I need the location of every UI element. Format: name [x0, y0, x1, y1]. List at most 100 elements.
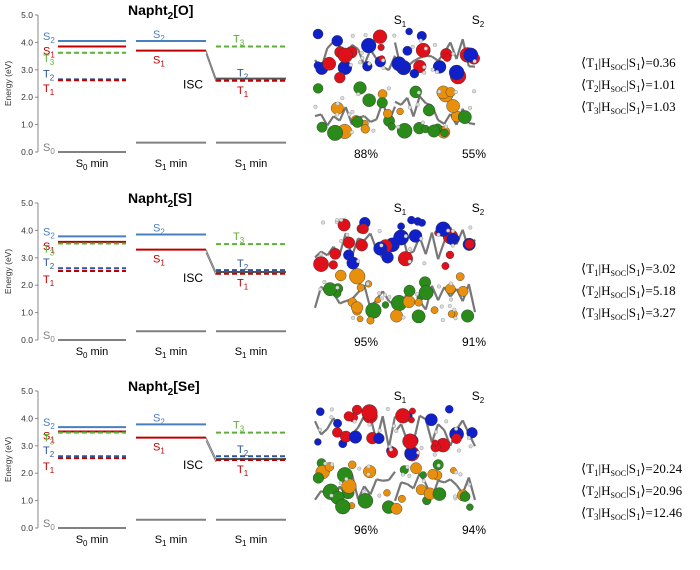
orbital-image-s1-electron [313, 81, 397, 141]
x-label: S1 min [235, 158, 268, 172]
x-label: S0 min [76, 534, 109, 548]
label-T1: T1 [237, 85, 249, 99]
label-S1: S1 [153, 254, 165, 268]
isc-transition [205, 249, 217, 273]
y-tick-label: 0.0 [21, 147, 33, 157]
isc-transition [205, 440, 217, 463]
x-label: S0 min [76, 158, 109, 172]
isc-transition [205, 437, 217, 460]
weight-percent-s2: 55% [462, 147, 486, 161]
isc-transition [205, 252, 217, 276]
y-tick-label: 0.0 [21, 335, 33, 345]
label-T2: T2 [43, 68, 55, 82]
y-tick-label: 5.0 [21, 10, 33, 20]
x-label: S1 min [235, 346, 268, 360]
orbital-image-s1-hole-b [394, 405, 478, 462]
label-S2: S2 [43, 226, 55, 240]
label-S1: S1 [43, 241, 55, 255]
label-T3: T3 [43, 244, 55, 258]
orbital-image-s1-electron-b [390, 272, 477, 324]
label-T3: T3 [233, 34, 245, 48]
soc-element-T2: ⟨T2|HSOC|S1⟩=1.01 [581, 77, 676, 94]
label-T3: T3 [233, 420, 245, 434]
x-label: S1 min [155, 346, 188, 360]
weight-percent-s1: 96% [354, 523, 378, 537]
label-T2: T2 [237, 258, 249, 272]
y-tick-label: 3.0 [21, 253, 33, 263]
weight-percent-s2: 91% [462, 335, 486, 349]
soc-element-T3: ⟨T3|HSOC|S1⟩=12.46 [581, 505, 683, 522]
orbital-image-s1-electron-b [390, 459, 477, 515]
y-tick-label: 2.0 [21, 92, 33, 102]
orbital-title: S2 [472, 201, 485, 217]
y-tick-label: 4.0 [21, 413, 33, 423]
orbital-image-s1-hole [313, 216, 400, 272]
y-axis-label: Energy (eV) [3, 61, 13, 107]
label-S2: S2 [43, 31, 55, 45]
isc-label: ISC [183, 271, 203, 285]
label-T1: T1 [43, 461, 55, 475]
orbital-image-s1-hole [314, 404, 398, 458]
orbital-title: S1 [394, 201, 407, 217]
panel-title: Napht2[S] [128, 190, 192, 210]
label-S2: S2 [43, 417, 55, 431]
orbital-image-s1-electron [312, 458, 396, 515]
orbital-image-s1-hole [312, 28, 397, 84]
label-S2: S2 [153, 29, 165, 43]
soc-element-T3: ⟨T3|HSOC|S1⟩=1.03 [581, 99, 676, 116]
soc-element-T3: ⟨T3|HSOC|S1⟩=3.27 [581, 305, 676, 322]
panel-title: Napht2[O] [128, 2, 193, 22]
orbital-title: S1 [394, 389, 407, 405]
soc-element-T2: ⟨T2|HSOC|S1⟩=20.96 [581, 483, 683, 500]
label-S0: S0 [43, 142, 55, 156]
orbital-image-s1-hole-b [391, 27, 480, 85]
y-axis-label: Energy (eV) [3, 249, 13, 295]
label-S0: S0 [43, 330, 55, 344]
label-S1: S1 [43, 431, 55, 445]
orbital-title: S2 [472, 389, 485, 405]
label-S1: S1 [153, 55, 165, 69]
soc-element-T1: ⟨T1|HSOC|S1⟩=0.36 [581, 55, 676, 72]
label-S1: S1 [43, 46, 55, 60]
y-tick-label: 1.0 [21, 496, 33, 506]
label-S1: S1 [153, 442, 165, 456]
label-S2: S2 [153, 412, 165, 426]
orbital-image-s1-electron-b [394, 85, 477, 139]
orbital-title: S2 [472, 13, 485, 29]
weight-percent-s1: 88% [354, 147, 378, 161]
y-tick-label: 3.0 [21, 441, 33, 451]
x-label: S1 min [155, 158, 188, 172]
label-T3: T3 [43, 433, 55, 447]
label-T1: T1 [43, 274, 55, 288]
x-label: S1 min [155, 534, 188, 548]
orbital-title: S1 [394, 13, 407, 29]
label-T2: T2 [43, 257, 55, 271]
orbital-image-s1-hole-b [393, 215, 476, 270]
y-tick-label: 4.0 [21, 37, 33, 47]
x-label: S0 min [76, 346, 109, 360]
label-S0: S0 [43, 518, 55, 532]
y-tick-label: 0.0 [21, 523, 33, 533]
y-tick-label: 5.0 [21, 198, 33, 208]
label-T1: T1 [43, 83, 55, 97]
weight-percent-s2: 94% [462, 523, 486, 537]
label-T2: T2 [43, 445, 55, 459]
label-T3: T3 [43, 53, 55, 67]
label-S2: S2 [153, 223, 165, 237]
label-T1: T1 [237, 278, 249, 292]
y-axis-label: Energy (eV) [3, 437, 13, 483]
x-label: S1 min [235, 534, 268, 548]
y-tick-label: 5.0 [21, 386, 33, 396]
soc-element-T1: ⟨T1|HSOC|S1⟩=20.24 [581, 461, 683, 478]
label-T2: T2 [237, 444, 249, 458]
y-tick-label: 2.0 [21, 468, 33, 478]
isc-transition [205, 53, 217, 82]
label-T3: T3 [233, 231, 245, 245]
isc-label: ISC [183, 78, 203, 92]
isc-transition [205, 50, 217, 79]
y-tick-label: 4.0 [21, 225, 33, 235]
label-T1: T1 [237, 464, 249, 478]
